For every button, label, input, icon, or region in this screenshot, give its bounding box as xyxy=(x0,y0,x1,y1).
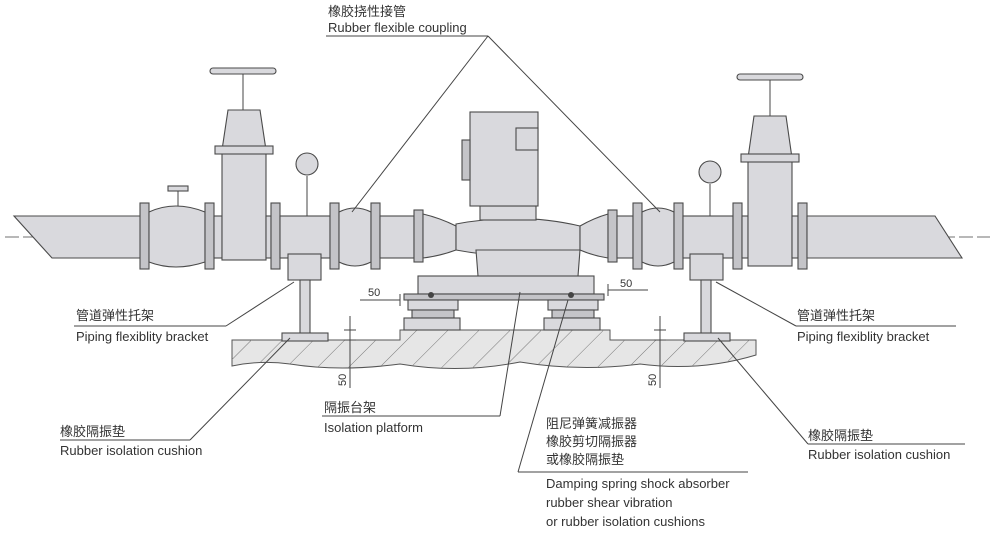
right-damper xyxy=(543,292,601,331)
damper-cn-3: 或橡胶隔振垫 xyxy=(546,452,624,467)
ground xyxy=(231,329,757,370)
left-height-dimension: 50 xyxy=(337,316,356,388)
coupling-cn: 橡胶挠性接管 xyxy=(328,4,406,19)
platform-en: Isolation platform xyxy=(324,420,423,435)
damper-en-1: Damping spring shock absorber xyxy=(546,476,730,491)
pump-motor xyxy=(413,111,618,277)
isolation-platform xyxy=(403,275,605,301)
coupling-en: Rubber flexible coupling xyxy=(328,20,467,35)
cushion-right-en: Rubber isolation cushion xyxy=(808,447,950,462)
left-damper xyxy=(403,292,461,331)
left-height-value: 50 xyxy=(337,374,349,386)
right-pipe-bracket xyxy=(683,253,731,342)
leader-lines xyxy=(60,35,965,473)
cushion-right-cn: 橡胶隔振垫 xyxy=(808,428,873,443)
right-gap-dimension: 50 xyxy=(607,278,648,296)
left-ball-valve xyxy=(167,185,189,206)
right-height-value: 50 xyxy=(647,374,659,386)
cushion-left-en: Rubber isolation cushion xyxy=(60,443,202,458)
label-cushion-left: 橡胶隔振垫 Rubber isolation cushion xyxy=(60,424,202,458)
platform-cn: 隔振台架 xyxy=(324,400,376,415)
damper-en-3: or rubber isolation cushions xyxy=(546,514,705,529)
right-pipe xyxy=(616,157,964,270)
right-pressure-gauge xyxy=(698,160,722,216)
cushion-left-cn: 橡胶隔振垫 xyxy=(60,424,125,439)
bracket-left-en: Piping flexiblity bracket xyxy=(76,329,209,344)
left-gate-valve xyxy=(209,67,277,155)
right-gate-valve xyxy=(736,73,804,163)
label-damper: 阻尼弹簧减振器 橡胶剪切隔振器 或橡胶隔振垫 Damping spring sh… xyxy=(546,416,730,529)
label-cushion-right: 橡胶隔振垫 Rubber isolation cushion xyxy=(808,428,950,462)
right-height-dimension: 50 xyxy=(647,316,666,388)
bracket-right-cn: 管道弹性托架 xyxy=(797,308,875,323)
label-bracket-left: 管道弹性托架 Piping flexiblity bracket xyxy=(76,308,209,344)
label-platform: 隔振台架 Isolation platform xyxy=(324,400,423,435)
label-bracket-right: 管道弹性托架 Piping flexiblity bracket xyxy=(797,308,930,344)
left-pipe-bracket xyxy=(281,253,329,342)
damper-en-2: rubber shear vibration xyxy=(546,495,672,510)
right-gap-value: 50 xyxy=(620,278,632,290)
label-coupling: 橡胶挠性接管 Rubber flexible coupling xyxy=(328,4,467,35)
damper-cn-2: 橡胶剪切隔振器 xyxy=(546,434,637,449)
bracket-left-cn: 管道弹性托架 xyxy=(76,308,154,323)
left-gap-value: 50 xyxy=(368,287,380,299)
damper-cn-1: 阻尼弹簧减振器 xyxy=(546,416,637,431)
left-gap-dimension: 50 xyxy=(360,287,401,306)
left-pressure-gauge xyxy=(295,152,319,216)
bracket-right-en: Piping flexiblity bracket xyxy=(797,329,930,344)
left-pipe xyxy=(12,149,415,270)
